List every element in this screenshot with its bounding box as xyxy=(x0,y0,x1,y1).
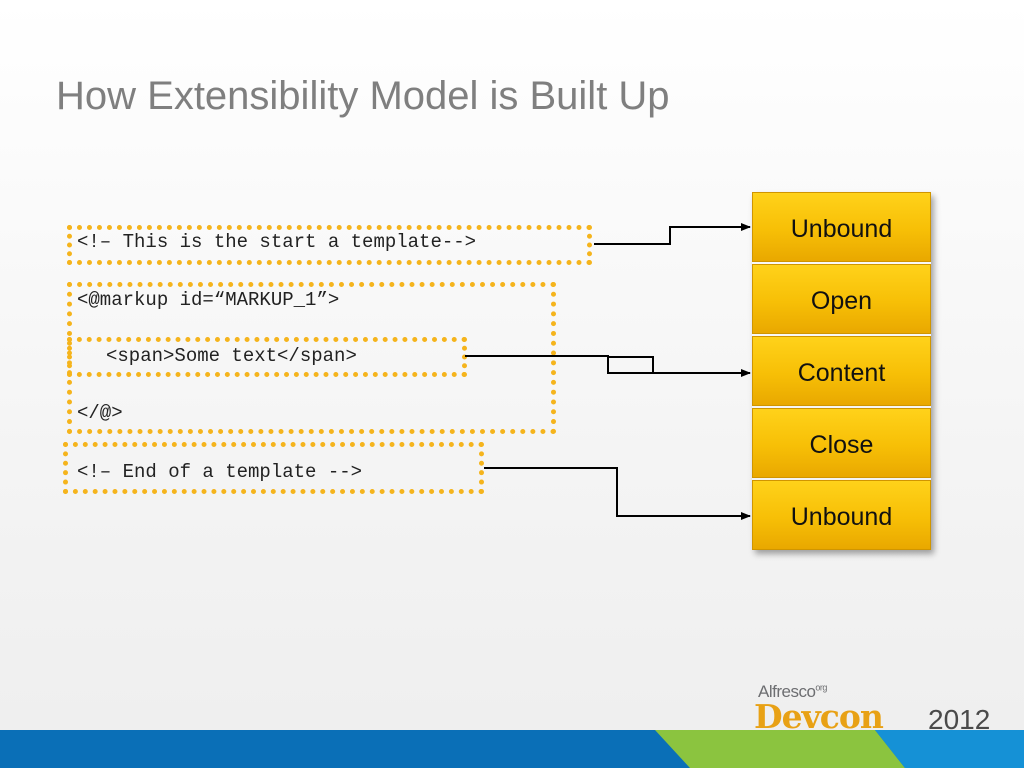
logo-brand: Alfrescoorg xyxy=(758,682,827,701)
stack-block-unbound-bottom: Unbound xyxy=(752,480,931,550)
code-markup-open: <@markup id=“MARKUP_1”> xyxy=(77,289,340,311)
arrow-start-to-unbound xyxy=(594,223,751,245)
devcon-logo: Alfrescoorg Devcon 2012 xyxy=(752,682,1002,736)
stack-block-unbound-top: Unbound xyxy=(752,192,931,262)
arrow-span-to-content xyxy=(465,355,751,377)
logo-event: Devcon xyxy=(754,697,884,736)
start-comment-box xyxy=(67,225,592,265)
logo-year: 2012 xyxy=(928,704,991,735)
code-markup-close: </@> xyxy=(77,402,123,424)
code-start-comment: <!– This is the start a template--> xyxy=(77,231,477,253)
region-stack: Unbound Open Content Close Unbound xyxy=(752,192,931,550)
stack-block-close: Close xyxy=(752,408,931,478)
footer-band xyxy=(0,730,1024,768)
arrow-end-to-unbound xyxy=(484,467,751,520)
stack-block-content: Content xyxy=(752,336,931,406)
code-end-comment: <!– End of a template --> xyxy=(77,461,363,483)
stack-block-open: Open xyxy=(752,264,931,334)
end-comment-box xyxy=(63,442,484,494)
code-span-line: <span>Some text</span> xyxy=(106,345,357,367)
span-line-box xyxy=(67,337,467,377)
slide-title: How Extensibility Model is Built Up xyxy=(56,74,670,118)
